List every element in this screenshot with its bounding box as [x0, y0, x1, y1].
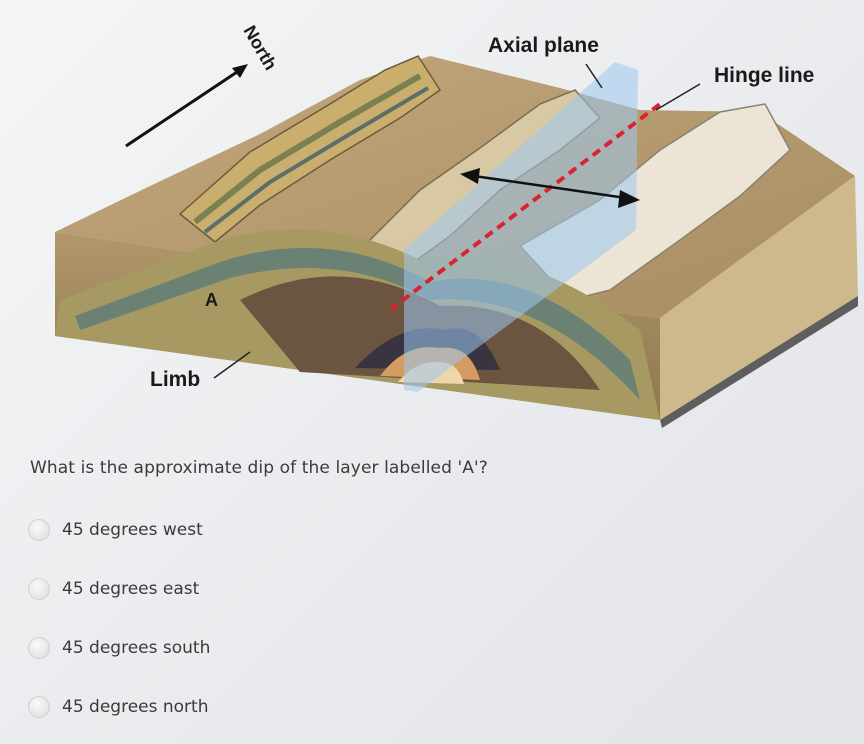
hinge-line-leader [656, 84, 700, 110]
option-south[interactable]: 45 degrees south [28, 635, 210, 661]
option-label: 45 degrees west [62, 520, 203, 540]
option-west[interactable]: 45 degrees west [28, 517, 203, 543]
radio-button[interactable] [28, 519, 50, 541]
limb-label: Limb [150, 368, 200, 391]
option-east[interactable]: 45 degrees east [28, 576, 199, 602]
radio-button[interactable] [28, 578, 50, 600]
option-label: 45 degrees east [62, 579, 199, 599]
question-text: What is the approximate dip of the layer… [30, 458, 488, 478]
hinge-line-label: Hinge line [714, 64, 814, 87]
north-arrow [126, 64, 248, 146]
axial-plane-label: Axial plane [488, 34, 599, 57]
radio-button[interactable] [28, 637, 50, 659]
anticline-block-diagram: North Axial plane Hinge line A Limb [0, 0, 864, 440]
option-label: 45 degrees north [62, 697, 208, 717]
option-north[interactable]: 45 degrees north [28, 694, 208, 720]
layer-a-label: A [205, 290, 218, 310]
option-label: 45 degrees south [62, 638, 210, 658]
radio-button[interactable] [28, 696, 50, 718]
